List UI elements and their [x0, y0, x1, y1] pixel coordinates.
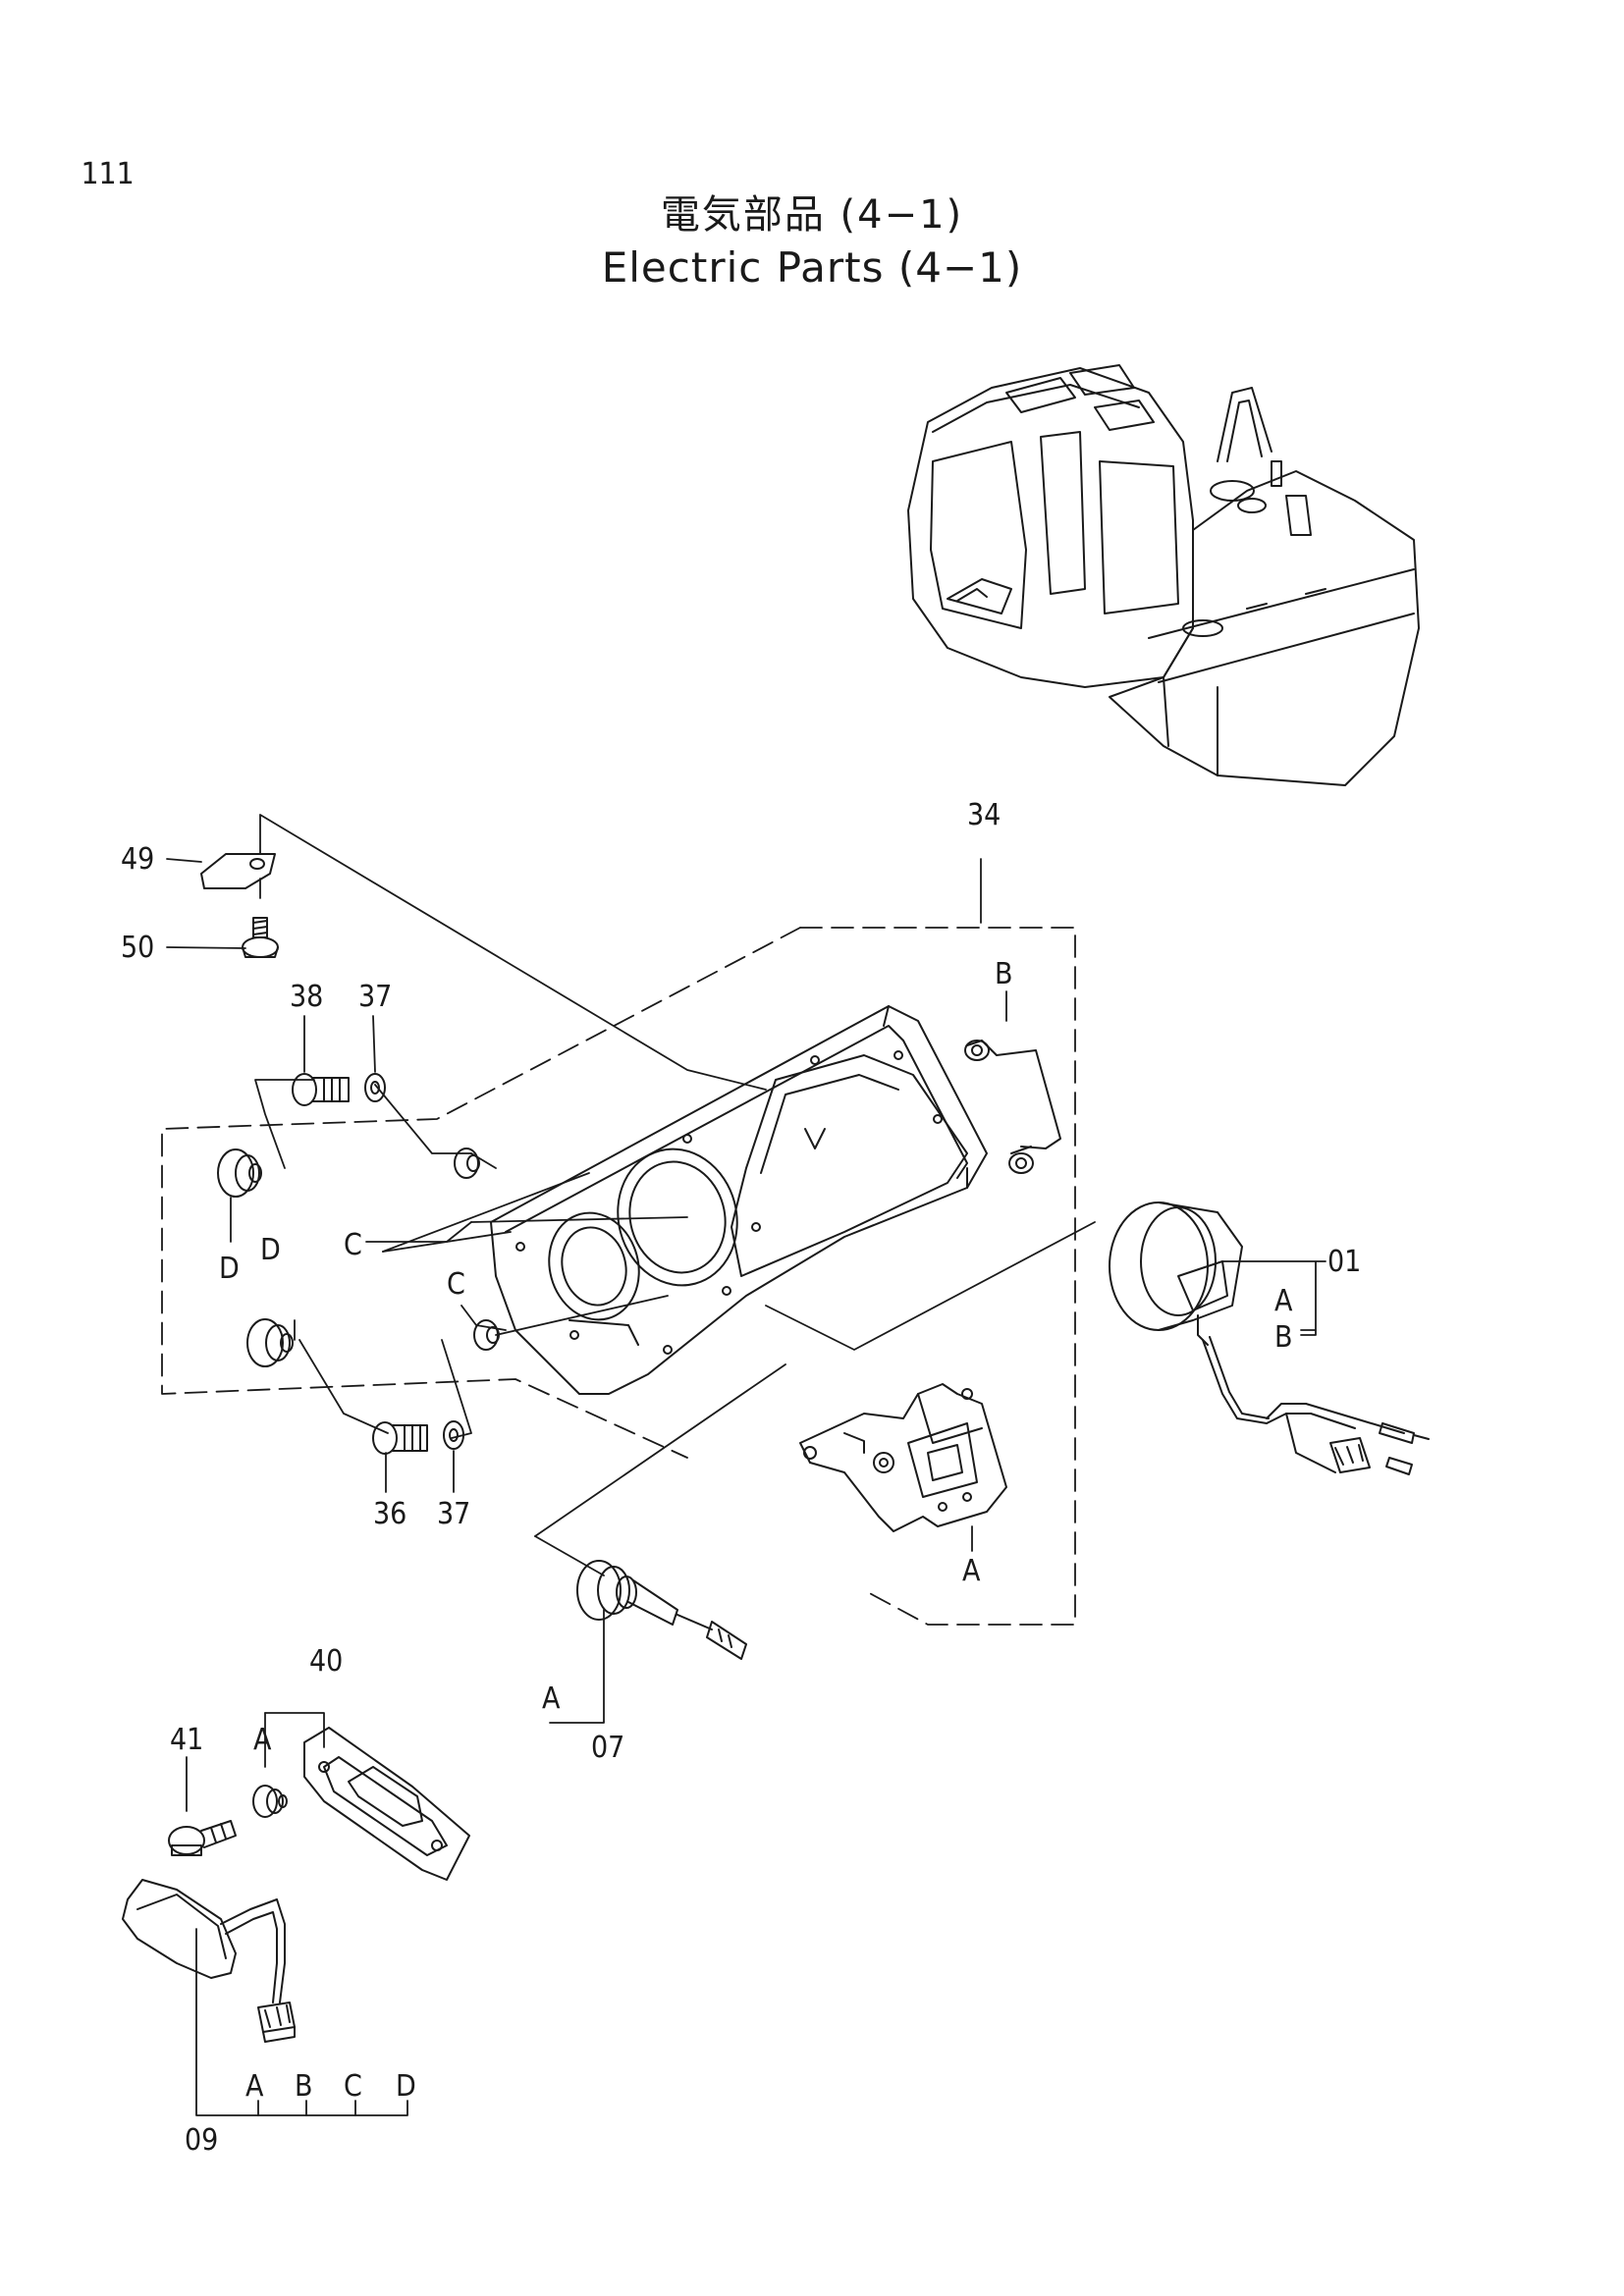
- leader-lines: [161, 814, 1326, 2116]
- callout-34: 34: [967, 798, 1001, 832]
- work-light-01-illustration: [1109, 1201, 1430, 1475]
- light-bracket-a-illustration: [799, 1383, 1007, 1532]
- callout-09: 09: [185, 2123, 218, 2158]
- grommet-c1-illustration: [454, 1148, 480, 1179]
- callout-a-cover: A: [253, 1723, 272, 1757]
- page-number: 111: [81, 157, 135, 191]
- grommet-c2-illustration: [473, 1319, 500, 1351]
- excavator-overview-illustration: [907, 364, 1420, 786]
- bolt-36-illustration: [372, 1421, 428, 1455]
- plate-49-illustration: [200, 853, 276, 889]
- callout-38: 38: [290, 980, 323, 1014]
- callout-49: 49: [121, 842, 154, 877]
- grommet-a4-illustration: [252, 1785, 288, 1818]
- callout-01: 01: [1327, 1245, 1361, 1279]
- bolt-41-illustration: [168, 1820, 237, 1856]
- callout-a-bottom: A: [245, 2069, 264, 2104]
- callout-a-bracket: A: [962, 1554, 981, 1588]
- callout-36: 36: [373, 1497, 406, 1531]
- callout-b-bottom: B: [295, 2069, 313, 2104]
- lamp-07-illustration: [576, 1560, 747, 1660]
- callout-41: 41: [170, 1723, 203, 1757]
- callout-37-upper: 37: [358, 980, 392, 1014]
- callout-b-upper: B: [995, 957, 1013, 991]
- callout-c-left: C: [344, 1228, 362, 1262]
- callout-50: 50: [121, 931, 154, 965]
- callout-c-bottom: C: [344, 2069, 362, 2104]
- bolt-38-illustration: [292, 1073, 350, 1106]
- callout-c-middle: C: [447, 1267, 465, 1302]
- washer-37a-illustration: [364, 1073, 386, 1102]
- callout-d-middle: D: [260, 1233, 281, 1267]
- room-light-09-illustration: [122, 1879, 296, 2043]
- title-japanese: 電気部品 (4−1): [660, 192, 964, 238]
- callout-07: 07: [591, 1731, 624, 1765]
- bolt-50-illustration: [242, 917, 279, 958]
- callout-d-bottom: D: [396, 2069, 416, 2104]
- bracket-b-illustration: [964, 1040, 1061, 1174]
- callout-a-light: A: [1274, 1284, 1293, 1318]
- grommet-d2-illustration: [246, 1318, 294, 1367]
- callout-37-lower: 37: [437, 1497, 470, 1531]
- washer-37b-illustration: [443, 1420, 464, 1450]
- meter-panel-illustration: [490, 1005, 988, 1395]
- cover-40-illustration: [303, 1727, 470, 1881]
- grommet-d1-illustration: [217, 1148, 262, 1198]
- callout-b-light: B: [1274, 1320, 1293, 1355]
- callout-a-lamp: A: [542, 1682, 561, 1716]
- title-english: Electric Parts (4−1): [601, 243, 1023, 292]
- callout-d-left: D: [219, 1252, 240, 1286]
- callout-40: 40: [309, 1644, 343, 1679]
- callout-labels: 49 50 34 38 37 B C D D C 01 A B 36 37 A …: [121, 798, 1361, 2158]
